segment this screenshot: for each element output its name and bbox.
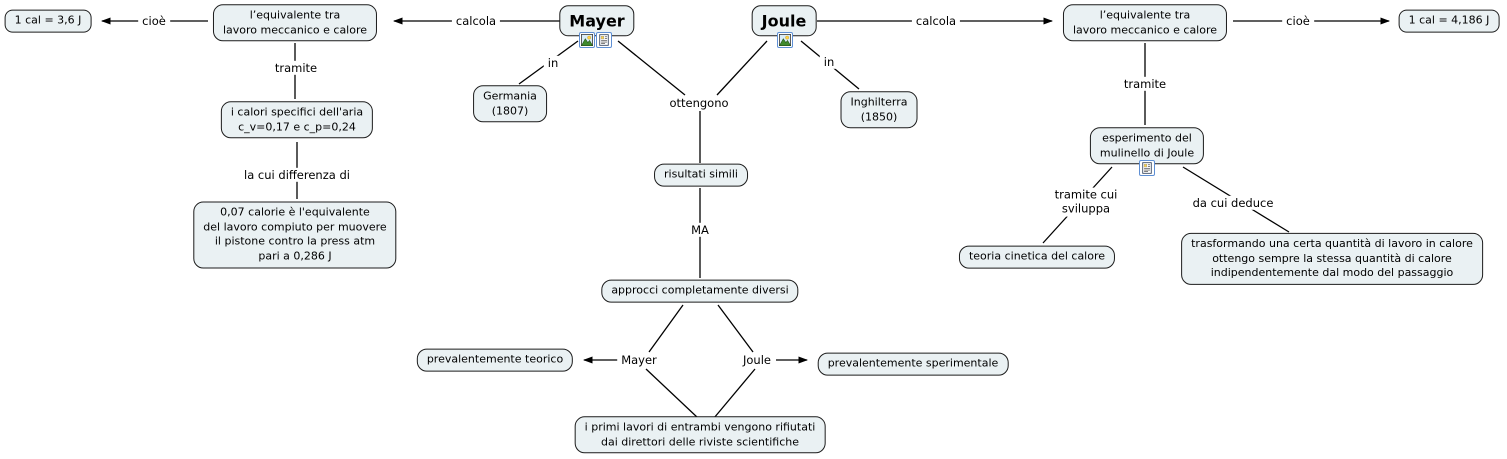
connector-joule-branch-to-primi-lavori xyxy=(713,368,756,419)
node-eq-cal-4186[interactable]: 1 cal = 4,186 J xyxy=(1398,9,1500,33)
joule-image-attachment-icon[interactable] xyxy=(777,32,793,48)
connector-approcci-to-mayer-branch xyxy=(648,304,684,353)
connector-approcci-to-joule-branch xyxy=(717,304,754,353)
node-calori-specifici[interactable]: i calori specifici dell'aria c_v=0,17 e … xyxy=(220,101,374,139)
node-prevalentemente-teorico[interactable]: prevalentemente teorico xyxy=(416,348,574,372)
node-calorie-007[interactable]: 0,07 calorie è l'equivalente del lavoro … xyxy=(193,201,397,269)
node-inghilterra[interactable]: Inghilterra (1850) xyxy=(840,91,918,129)
linking-phrase-ottengono[interactable]: ottengono xyxy=(665,95,733,111)
linking-phrase-cioe-left[interactable]: cioè xyxy=(138,13,170,29)
node-equivalente-right[interactable]: l’equivalente tra lavoro meccanico e cal… xyxy=(1062,4,1228,42)
linking-phrase-joule-branch[interactable]: Joule xyxy=(739,352,775,368)
mayer-document-attachment-icon[interactable] xyxy=(596,32,612,48)
connector-mayer-to-ottengono xyxy=(617,40,686,96)
linking-phrase-tramite-left[interactable]: tramite xyxy=(270,60,322,76)
node-joule[interactable]: Joule xyxy=(751,5,817,37)
connector-mayer-branch-to-primi-lavori xyxy=(645,368,699,419)
linking-phrase-calcola-right[interactable]: calcola xyxy=(911,13,961,29)
node-equivalente-left[interactable]: l’equivalente tra lavoro meccanico e cal… xyxy=(212,4,378,42)
image-icon xyxy=(779,34,791,46)
document-icon xyxy=(1142,162,1152,174)
linking-phrase-la-cui-differenza[interactable]: la cui differenza di xyxy=(240,167,354,183)
linking-phrase-da-cui-deduce[interactable]: da cui deduce xyxy=(1188,195,1278,211)
node-mulinello[interactable]: esperimento del mulinello di Joule xyxy=(1089,127,1205,165)
node-mayer[interactable]: Mayer xyxy=(559,5,635,37)
node-approcci-diversi[interactable]: approcci completamente diversi xyxy=(601,279,799,303)
node-teoria-cinetica[interactable]: teoria cinetica del calore xyxy=(958,245,1116,269)
node-prevalentemente-sperimentale[interactable]: prevalentemente sperimentale xyxy=(817,352,1009,376)
node-primi-lavori[interactable]: i primi lavori di entrambi vengono rifiu… xyxy=(574,416,826,454)
linking-phrase-in-left[interactable]: in xyxy=(543,55,563,71)
node-risultati-simili[interactable]: risultati simili xyxy=(654,163,748,187)
mulinello-document-attachment-icon[interactable] xyxy=(1139,160,1155,176)
node-germania[interactable]: Germania (1807) xyxy=(473,85,547,123)
mayer-image-attachment-icon[interactable] xyxy=(579,32,595,48)
linking-phrase-tramite-right[interactable]: tramite xyxy=(1119,76,1171,92)
node-trasformando[interactable]: trasformando una certa quantità di lavor… xyxy=(1181,232,1483,286)
linking-phrase-mayer-branch[interactable]: Mayer xyxy=(617,352,661,368)
linking-phrase-tramite-cui-sviluppa[interactable]: tramite cui sviluppa xyxy=(1050,187,1122,217)
node-eq-cal-36[interactable]: 1 cal = 3,6 J xyxy=(4,9,92,33)
linking-phrase-in-right[interactable]: in xyxy=(819,54,839,70)
document-icon xyxy=(599,34,609,46)
linking-phrase-cioe-right[interactable]: cioè xyxy=(1282,13,1314,29)
connector-joule-to-ottengono xyxy=(716,40,768,96)
linking-phrase-ma[interactable]: MA xyxy=(687,222,713,238)
linking-phrase-calcola-left[interactable]: calcola xyxy=(451,13,501,29)
image-icon xyxy=(581,34,593,46)
